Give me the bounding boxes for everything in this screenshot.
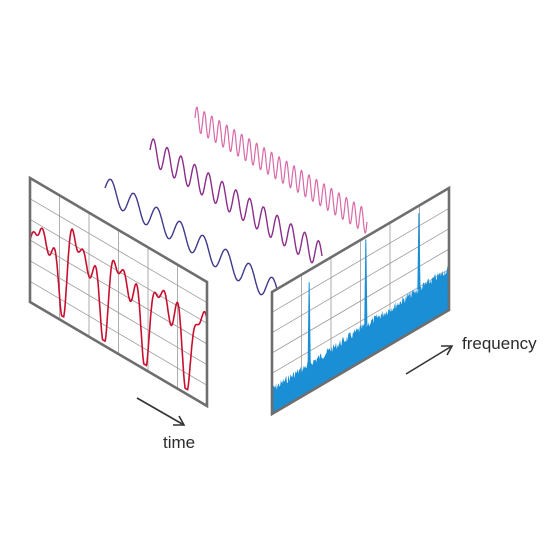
frequency-domain-panel [270, 185, 451, 417]
high-frequency-wave [194, 106, 368, 234]
time-panel-border [28, 175, 209, 409]
frequency-spectrum [272, 265, 449, 414]
grid-line [29, 218, 208, 324]
time-domain-panel [28, 175, 209, 409]
grid-line [29, 198, 208, 304]
low-frequency-wave [104, 178, 279, 296]
time-arrow [136, 397, 186, 426]
time-label: time [163, 433, 195, 452]
spectrum-peak-3 [417, 212, 421, 291]
frequency-label: frequency [462, 334, 537, 353]
time-domain-signal [29, 227, 208, 391]
spectrum-peak-2 [364, 239, 368, 327]
spectrum-peaks [307, 212, 421, 366]
grid-line [29, 239, 208, 345]
grid-line [29, 260, 208, 366]
mid-frequency-wave [149, 138, 323, 264]
frequency-panel-border [270, 185, 451, 417]
sine-components [104, 106, 368, 296]
frequency-arrow [405, 345, 454, 375]
spectrum-peak-1 [307, 282, 311, 366]
